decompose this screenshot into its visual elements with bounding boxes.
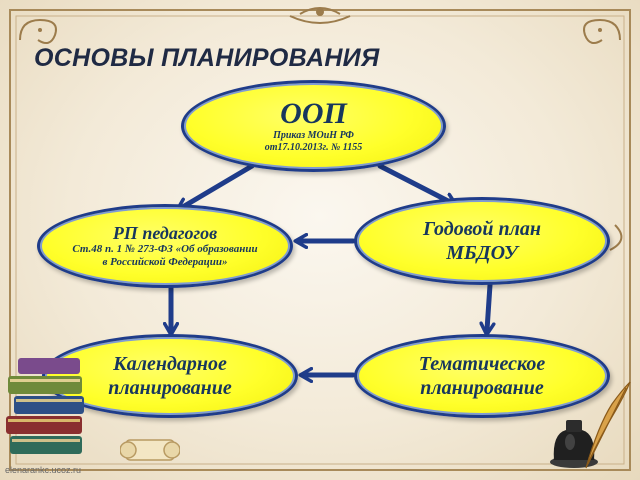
node-oop: ООП Приказ МОиН РФ от17.10.2013г. № 1155 xyxy=(181,80,446,172)
node-oop-title: ООП xyxy=(280,97,347,130)
node-tem-line2: планирование xyxy=(420,377,544,399)
quill-pen-icon xyxy=(585,381,631,469)
node-god-line2: МБДОУ xyxy=(446,242,518,264)
node-kal-line1: Календарное xyxy=(113,353,227,375)
node-thematic-planning: Тематическое планирование xyxy=(354,334,610,418)
arrow-oop-to-rp xyxy=(181,163,255,208)
node-god-line1: Годовой план xyxy=(423,218,541,240)
node-tem-line1: Тематическое xyxy=(418,353,546,375)
inkwell-icon xyxy=(550,420,598,468)
arrow-god-to-tem xyxy=(487,282,490,330)
books-stack-icon xyxy=(6,358,84,454)
node-rp-pedagogues: РП педагогов Ст.48 п. 1 № 273-ФЗ «Об обр… xyxy=(37,204,293,288)
node-annual-plan: Годовой план МБДОУ xyxy=(354,197,610,285)
scroll-icon xyxy=(120,439,180,461)
arrow-oop-to-god xyxy=(377,163,452,203)
node-rp-sub: Ст.48 п. 1 № 273-ФЗ «Об образовании в Ро… xyxy=(72,243,258,268)
node-rp-title: РП педагогов xyxy=(112,223,218,243)
page-title: ОСНОВЫ ПЛАНИРОВАНИЯ xyxy=(34,44,380,72)
node-calendar-planning: Календарное планирование xyxy=(42,334,298,418)
node-kal-line2: планирование xyxy=(108,377,232,399)
node-oop-line1: Приказ МОиН РФ xyxy=(273,130,354,141)
node-oop-line2: от17.10.2013г. № 1155 xyxy=(264,142,363,153)
watermark: elenarankc.ucoz.ru xyxy=(5,465,82,475)
